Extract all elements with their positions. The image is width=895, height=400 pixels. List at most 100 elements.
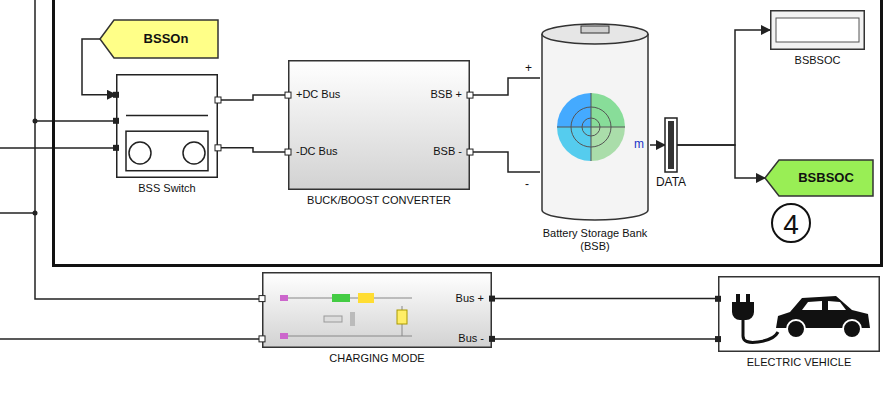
port-square <box>259 336 265 342</box>
port-square <box>259 296 265 302</box>
circuit-part <box>280 333 288 339</box>
port-name: BSB + <box>431 88 463 101</box>
battery-block: mBattery Storage Bank (BSB) <box>540 22 650 222</box>
car-wheel <box>787 320 805 338</box>
signal-connector <box>677 145 765 178</box>
display-screen <box>776 18 859 42</box>
port-square <box>285 149 291 155</box>
tag-outline <box>100 20 218 58</box>
port-square <box>113 145 119 151</box>
port-square <box>113 118 119 124</box>
port-name: m <box>634 138 644 152</box>
block-name: Battery Storage Bank (BSB) <box>530 227 660 252</box>
port-square <box>715 296 721 302</box>
block-shape <box>288 60 470 190</box>
signal-wire <box>0 338 262 340</box>
display-block: BSBSOC <box>770 10 865 50</box>
signal-connector <box>492 338 718 340</box>
circuit-part <box>358 293 374 303</box>
tag-name: BSSOn <box>118 20 214 58</box>
battery-cap <box>581 26 609 33</box>
block-shape <box>262 272 492 348</box>
port-square <box>215 145 221 151</box>
junction-dot <box>33 119 38 124</box>
block-name: CHARGING MODE <box>277 352 477 365</box>
junction-dot <box>33 211 38 216</box>
demux-bar <box>668 121 674 169</box>
battery-icon <box>591 127 625 161</box>
signal-connector <box>677 30 770 145</box>
demux-bar <box>665 118 677 172</box>
port-name: +DC Bus <box>296 88 340 101</box>
demux-block: DATA <box>665 118 677 172</box>
circuit-part <box>280 295 288 301</box>
block-outline <box>117 75 218 178</box>
circuit-line <box>286 336 412 337</box>
battery-icon <box>591 93 592 161</box>
callout-number: 4 <box>771 203 811 243</box>
circuit-part <box>324 316 342 322</box>
battery-cylinder <box>542 34 648 220</box>
block-name: DATA <box>641 176 701 190</box>
signal-connector <box>218 95 288 100</box>
signal-wire <box>35 120 116 122</box>
port-square <box>113 92 119 98</box>
port-square <box>285 92 291 98</box>
block-shape <box>718 276 880 352</box>
signal-wire <box>0 212 35 214</box>
battery-icon <box>591 93 625 127</box>
tag-name: BSBSOC <box>781 160 871 196</box>
charging-block: Bus +Bus -CHARGING MODE <box>262 272 492 348</box>
goto-tag: BSBSOC <box>765 160 873 196</box>
port-square <box>489 296 495 302</box>
circuit-part <box>332 294 350 302</box>
switch-symbol <box>126 131 208 171</box>
port-name: BSB - <box>433 145 462 158</box>
car-wheel <box>843 320 861 338</box>
goto-tag: BSSOn <box>100 20 218 58</box>
battery-top <box>542 24 648 44</box>
circuit-part <box>350 312 355 326</box>
signal-connector <box>470 152 540 172</box>
vehicle-block: ELECTRIC VEHICLE <box>718 276 880 352</box>
terminal-sign: + <box>524 62 533 74</box>
terminal-sign: - <box>524 178 530 190</box>
plug-cable <box>743 320 778 342</box>
switch-contact <box>129 142 151 164</box>
port-square <box>467 149 473 155</box>
block-shape <box>540 22 650 222</box>
switch-block: BSS Switch <box>116 74 218 178</box>
block-shape <box>665 118 677 172</box>
block-shape <box>116 74 218 178</box>
block-name: BSS Switch <box>97 182 237 195</box>
block-name: BSBSOC <box>763 54 873 67</box>
car-icon <box>802 301 846 310</box>
signal-wire <box>35 0 262 299</box>
switch-contact <box>183 142 205 164</box>
subsystem-frame: BSSOnBSS Switch +DC Bus BSB + -DC Bus BSB - B… <box>52 0 883 267</box>
port-name: -DC Bus <box>296 145 338 158</box>
block-outline <box>263 273 492 348</box>
signal-connector <box>492 298 718 300</box>
converter-block: +DC BusBSB +-DC BusBSB -BUCK/BOOST CONVE… <box>288 60 470 190</box>
block-name: ELECTRIC VEHICLE <box>714 356 884 369</box>
block-outline <box>289 61 470 190</box>
signal-connector <box>218 148 288 152</box>
battery-icon <box>557 93 591 127</box>
port-square <box>489 336 495 342</box>
port-square <box>715 336 721 342</box>
tag-outline <box>765 160 873 196</box>
port-name: Bus + <box>456 292 484 305</box>
signal-connector <box>470 78 540 95</box>
switch-blade <box>126 115 208 117</box>
circuit-part <box>397 310 407 324</box>
signal-connector <box>650 144 665 146</box>
block-shape <box>770 10 865 50</box>
port-name: Bus - <box>458 332 484 345</box>
block-outline <box>771 11 865 50</box>
plug-icon <box>732 294 754 320</box>
port-square <box>215 97 221 103</box>
battery-icon <box>557 127 591 161</box>
